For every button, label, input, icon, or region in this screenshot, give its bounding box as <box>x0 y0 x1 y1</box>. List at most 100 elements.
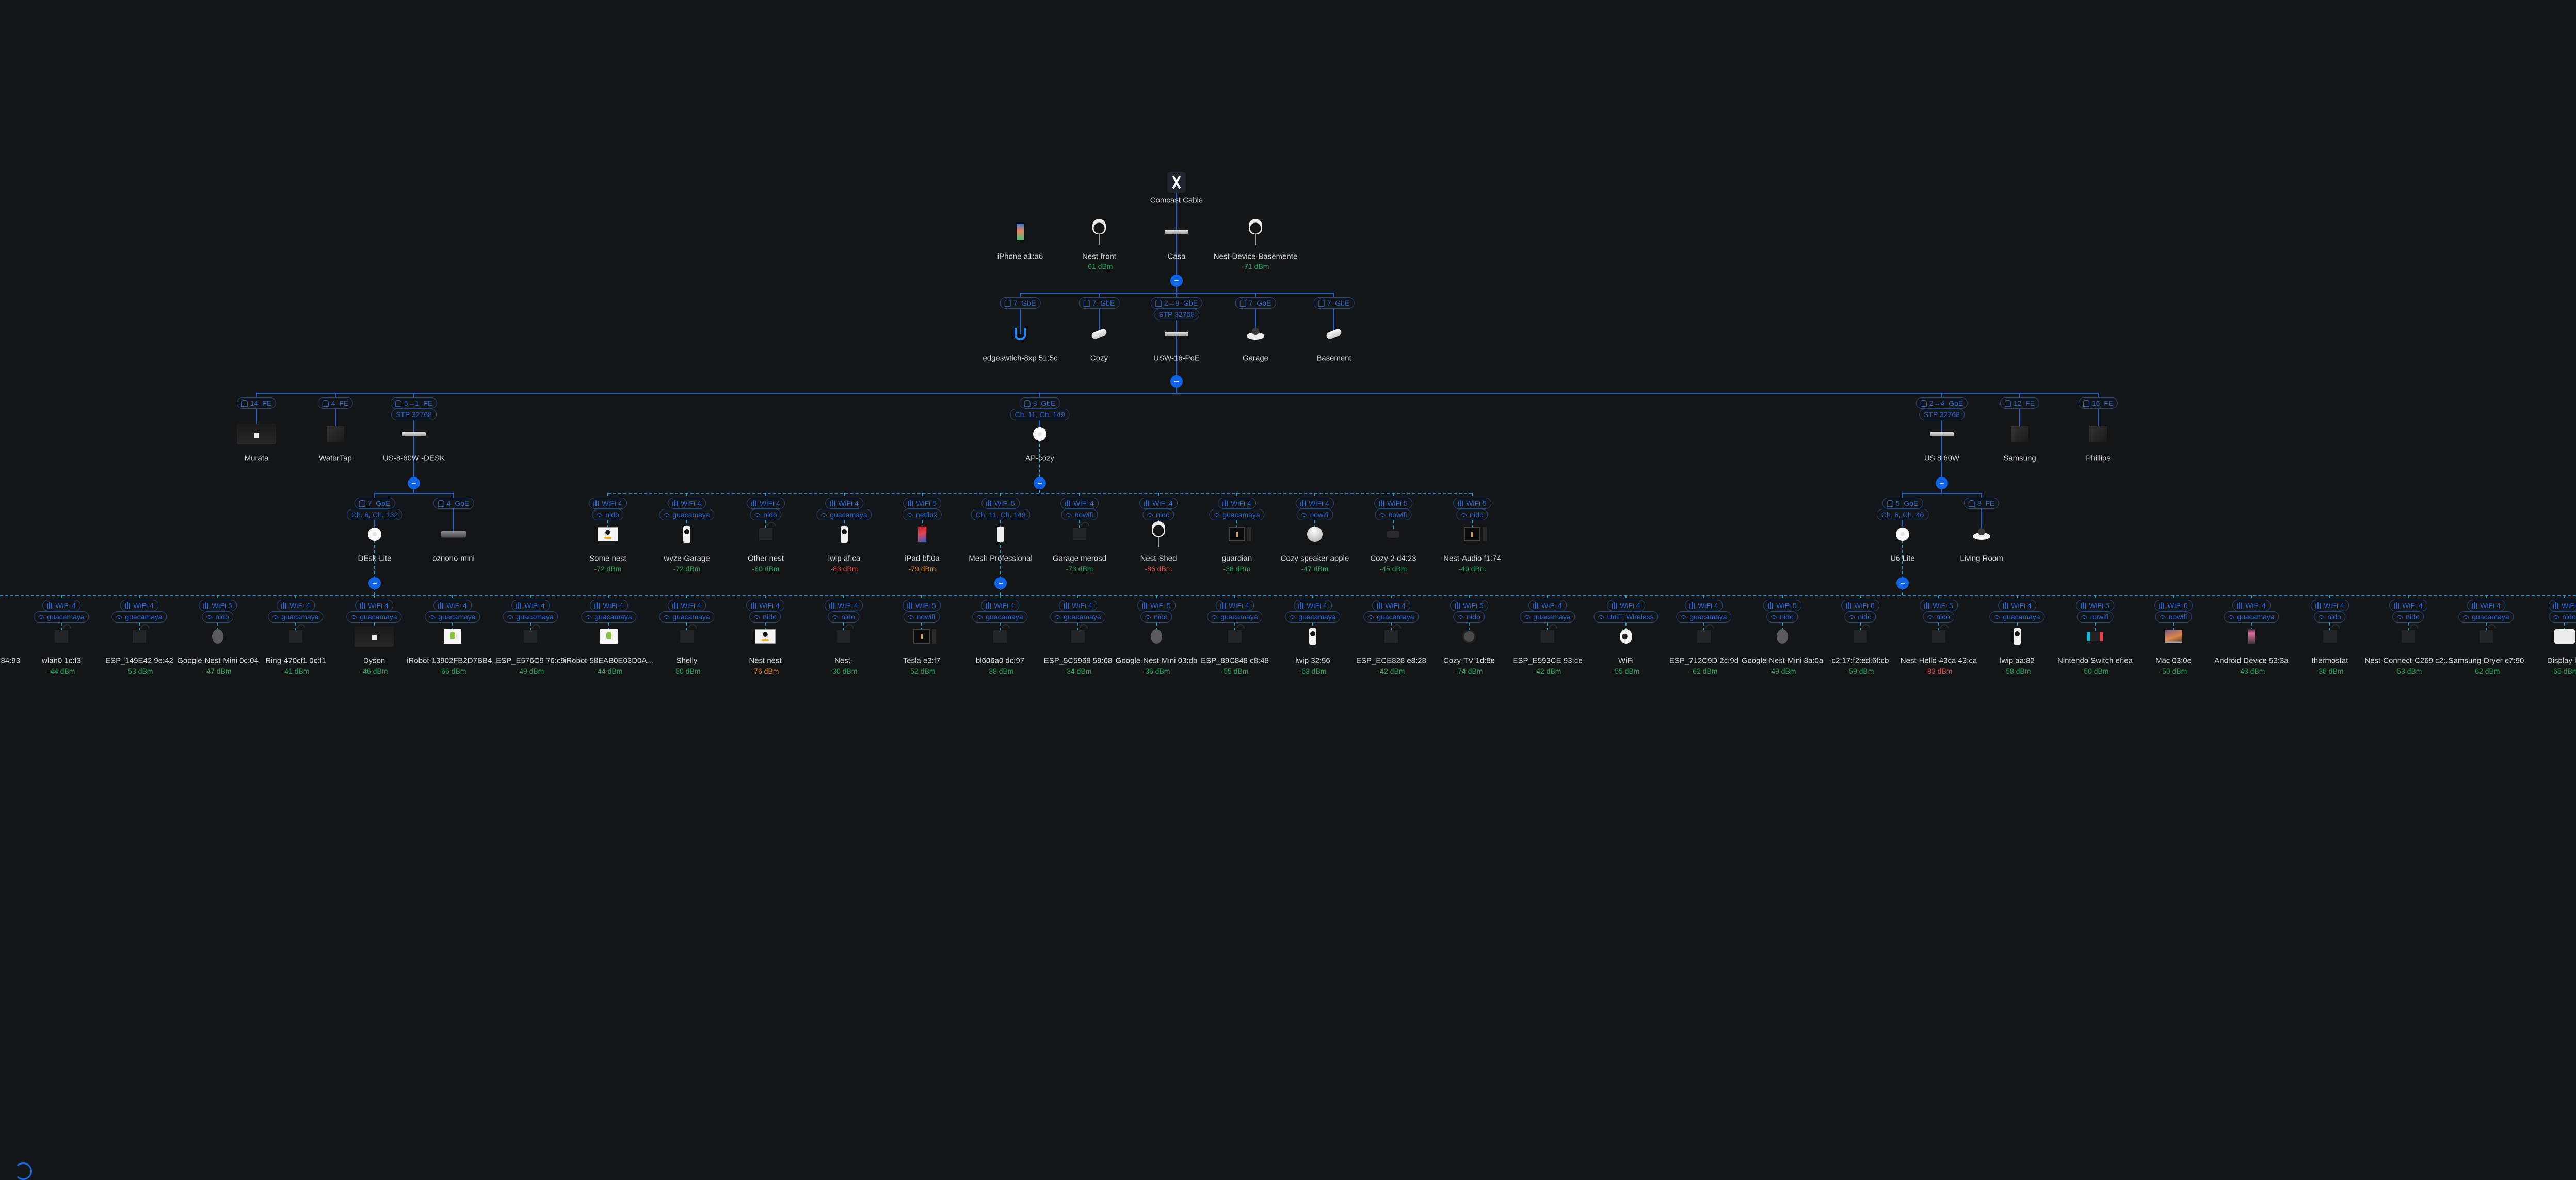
collapse-button[interactable] <box>994 577 1007 589</box>
ethernet-port-icon <box>395 400 401 407</box>
collapse-button[interactable] <box>368 577 381 589</box>
collapse-button[interactable] <box>1170 375 1183 388</box>
badge-text: WiFi 4 <box>603 601 623 610</box>
mesh-device-icon <box>997 527 1004 542</box>
badge-text: nido <box>2562 613 2576 621</box>
badge-text: guacamaya <box>516 613 554 621</box>
collapse-button[interactable] <box>1896 577 1909 589</box>
wifi-badge: WiFi 4 <box>1139 498 1178 509</box>
wifi-standard-icon <box>1612 602 1618 609</box>
signal-strength: -43 dBm <box>2237 667 2265 675</box>
signal-strength: -36 dBm <box>1142 667 1170 675</box>
generic-device-icon <box>1228 630 1242 643</box>
android-device-icon <box>444 629 461 644</box>
badge-text: WiFi 4 <box>1620 601 1640 610</box>
device-name: Phillips <box>2086 454 2111 463</box>
device-name: Cozy speaker apple <box>1280 554 1349 563</box>
wifi-signal-icon <box>206 615 213 619</box>
ssid-badge: nowifi <box>2076 611 2114 623</box>
ssid-badge: nido <box>592 509 624 520</box>
wifi-badge: WiFi 4 <box>355 600 393 611</box>
bullet-device-icon <box>1325 328 1343 340</box>
reset-view-icon[interactable] <box>14 1162 32 1180</box>
wifi-signal-icon <box>754 615 760 619</box>
wifi-standard-icon <box>1377 602 1383 609</box>
badge-text: WiFi 4 <box>602 499 622 507</box>
ethernet-port-icon <box>1239 299 1246 307</box>
wifi-badge: WiFi 5 <box>1763 600 1801 611</box>
signal-strength: -72 dBm <box>673 565 701 573</box>
generic-device-icon <box>837 630 850 643</box>
link-line <box>1020 293 1021 334</box>
signal-strength: -55 dBm <box>1612 667 1640 675</box>
wifi-standard-icon <box>593 500 600 506</box>
port-badge: 4 FE <box>317 397 353 409</box>
generic-device-icon <box>1541 630 1554 643</box>
signal-strength: -60 dBm <box>752 565 780 573</box>
wifi-signal-icon <box>351 615 357 619</box>
generic-device-icon <box>2402 630 2415 643</box>
ssid-badge: guacamaya <box>581 611 637 623</box>
port-badge: 7 GbE <box>1235 297 1276 309</box>
badge-text: nowifi <box>1388 511 1407 519</box>
generic-device-icon <box>1854 630 1867 643</box>
badge-text: 12 FE <box>2013 399 2035 407</box>
badge-text: guacamaya <box>2472 613 2509 621</box>
wifi-signal-icon <box>586 615 592 619</box>
android-device-icon <box>600 629 618 644</box>
link-line <box>453 493 454 534</box>
badge-text: STP 32768 <box>396 410 432 419</box>
badge-text: WiFi 5 <box>1466 499 1487 507</box>
collapse-button[interactable] <box>1170 275 1183 287</box>
signal-strength: -38 dBm <box>986 667 1014 675</box>
ethernet-port-icon <box>322 400 329 407</box>
wifi-signal-icon <box>1458 615 1464 619</box>
ssid-badge: guacamaya <box>972 611 1028 623</box>
badge-text: WiFi 4 <box>1385 601 1406 610</box>
wifi-standard-icon <box>1300 500 1307 506</box>
port-badge: 8 GbE <box>1019 397 1060 409</box>
ssid-badge: nowifi <box>1061 509 1098 520</box>
badge-text: nowifi <box>1074 511 1093 519</box>
port-badge: 8 FE <box>1963 498 2000 509</box>
wifi-signal-icon <box>1598 615 1604 619</box>
badge-text: WiFi 4 <box>368 601 389 610</box>
device-name: Shelly <box>676 656 698 665</box>
ssid-badge: netflox <box>902 509 942 520</box>
collapse-button[interactable] <box>408 477 420 489</box>
badge-text: 7 GbE <box>1013 299 1036 307</box>
wifi-badge: WiFi 4 <box>1216 600 1254 611</box>
signal-strength: -30 dBm <box>830 667 858 675</box>
device-name: Mesh Professional <box>969 554 1033 563</box>
signal-strength: -74 dBm <box>1455 667 1483 675</box>
dome-device-icon <box>1247 328 1264 340</box>
wifi-badge: WiFi 4 <box>1296 498 1334 509</box>
ubnt-device-icon <box>1015 328 1026 340</box>
badge-text: guacamaya <box>1533 613 1571 621</box>
wifi-badge: WiFi 4 <box>1528 600 1567 611</box>
badge-text: guacamaya <box>1222 511 1260 519</box>
collapse-button[interactable] <box>1034 477 1046 489</box>
stp-badge: STP 32768 <box>391 409 437 420</box>
signal-strength: -47 dBm <box>1301 565 1329 573</box>
badge-text: nido <box>215 613 229 621</box>
badge-text: 7 GbE <box>1092 299 1115 307</box>
badge-text: guacamaya <box>1064 613 1101 621</box>
signal-strength: -41 dBm <box>282 667 310 675</box>
signal-strength: -66 dBm <box>439 667 466 675</box>
ssid-badge: nido <box>1766 611 1798 623</box>
collapse-button[interactable] <box>1936 477 1948 489</box>
port-badge: 7 GbE <box>1000 297 1041 309</box>
badge-text: guacamaya <box>1689 613 1727 621</box>
link-line <box>1941 434 1942 493</box>
wifi-signal-icon <box>2553 615 2559 619</box>
isp-x-icon <box>1167 172 1186 193</box>
wifi-badge: WiFi 4 <box>433 600 472 611</box>
link-bus <box>1903 493 1982 494</box>
badge-text: WiFi 4 <box>133 601 154 610</box>
device-name: Google-Nest-Mini 03:db <box>1115 656 1198 665</box>
badge-text: WiFi 4 <box>1073 499 1094 507</box>
device-name: Cozy-TV 1d:8e <box>1443 656 1495 665</box>
signal-strength: -79 dBm <box>908 565 936 573</box>
